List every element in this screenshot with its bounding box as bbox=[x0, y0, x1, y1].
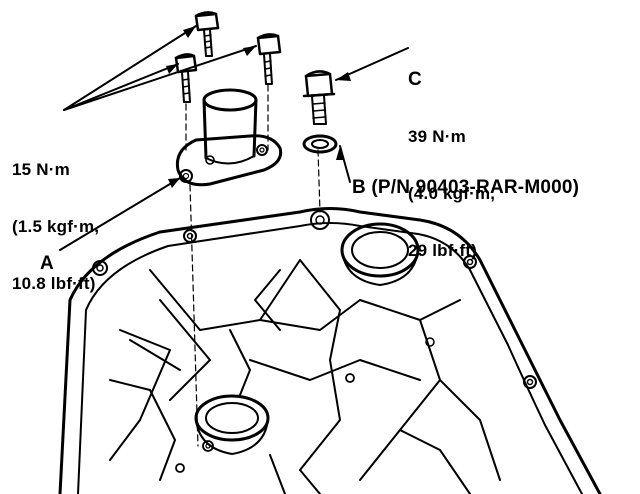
bolt-c bbox=[302, 70, 336, 125]
torque-label-bolts: 15 N·m (1.5 kgf·m, 10.8 lbf·ft) bbox=[12, 122, 99, 331]
torque-label-bolts-line1: 15 N·m bbox=[12, 160, 70, 179]
part-a-sleeve bbox=[175, 88, 283, 187]
bolt-right bbox=[256, 33, 282, 85]
bolt-left bbox=[174, 53, 198, 103]
transmission-housing bbox=[58, 207, 602, 494]
washer-b bbox=[302, 134, 338, 154]
label-c-line1: 39 N·m bbox=[408, 127, 466, 146]
label-c: C 39 N·m (4.0 kgf·m, 29 lbf·ft) bbox=[408, 32, 495, 298]
torque-label-bolts-line3: 10.8 lbf·ft) bbox=[12, 274, 96, 293]
label-a: A bbox=[40, 253, 54, 274]
label-b: B (P/N 90403-RAR-M000) bbox=[352, 177, 580, 198]
label-c-letter: C bbox=[408, 69, 422, 90]
label-c-line3: 29 lbf·ft) bbox=[408, 241, 478, 260]
bolt-top bbox=[194, 11, 220, 57]
label-c-line2: (4.0 kgf·m, bbox=[408, 184, 496, 203]
torque-label-bolts-line2: (1.5 kgf·m, bbox=[12, 217, 100, 236]
